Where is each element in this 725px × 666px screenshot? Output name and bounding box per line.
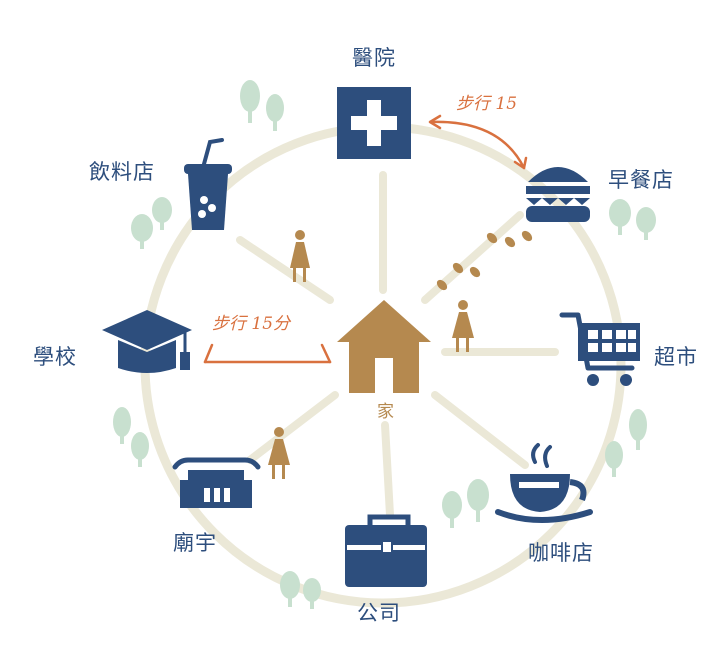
tree-cluster-right-upper — [609, 199, 656, 240]
label-home: 家 — [377, 402, 395, 422]
walk-time-left: 步行 15分 — [212, 314, 291, 334]
shopping-cart-icon — [559, 312, 640, 386]
tree-cluster-right-lower — [605, 409, 647, 477]
burger-icon — [526, 167, 590, 222]
walker-icons — [268, 230, 474, 479]
arrow-top — [428, 114, 528, 170]
tree-cluster-bottom-right — [442, 479, 489, 528]
tree-cluster-bottom-left — [280, 571, 321, 609]
briefcase-icon — [345, 514, 427, 587]
label-company: 公司 — [357, 601, 401, 625]
label-cafe: 咖啡店 — [528, 541, 594, 565]
label-supermarket: 超市 — [654, 345, 698, 369]
label-drinks: 飲料店 — [89, 160, 155, 184]
spoke-temple — [246, 391, 339, 464]
trees — [113, 80, 656, 609]
footprints-icon — [436, 230, 533, 291]
label-hospital: 醫院 — [352, 46, 396, 70]
label-breakfast: 早餐店 — [608, 168, 674, 192]
walker-icon-supermarket — [452, 300, 474, 352]
walk-arrows — [203, 114, 528, 364]
walker-icon-drinks — [290, 230, 310, 282]
coffee-cup-icon — [495, 443, 593, 523]
walker-icon-temple — [268, 427, 290, 479]
spoke-drinks — [236, 236, 334, 304]
temple-icon — [172, 457, 261, 508]
hospital-icon — [337, 87, 411, 159]
label-temple: 廟宇 — [173, 531, 217, 555]
label-school: 學校 — [33, 345, 77, 369]
spoke-company — [381, 421, 394, 519]
tree-cluster-top-left — [240, 80, 284, 131]
drink-cup-icon — [184, 138, 232, 230]
graduation-cap-icon — [102, 310, 192, 373]
walk-time-top: 步行 15 — [456, 94, 518, 114]
spoke-cafe — [431, 391, 529, 469]
tree-cluster-left-lower — [113, 407, 149, 467]
arrow-left — [203, 343, 332, 364]
house-icon — [337, 300, 431, 393]
tree-cluster-left-upper — [131, 197, 172, 249]
